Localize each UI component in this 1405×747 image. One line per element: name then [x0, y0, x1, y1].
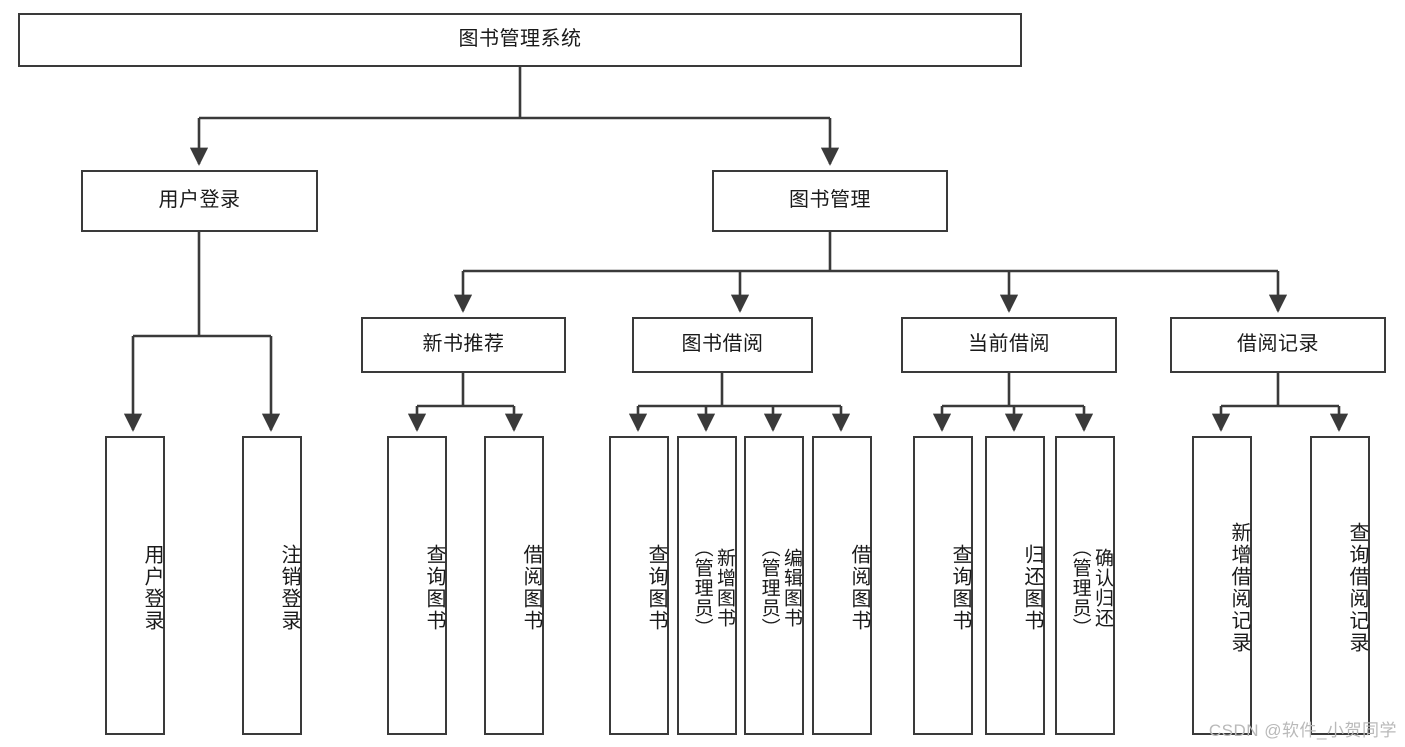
node-book-borrowing-label: 图书借阅 [681, 333, 764, 356]
node-leaf-add-book-admin[interactable]: 新增图书 （管理员） [677, 436, 737, 735]
node-current-borrowing[interactable]: 当前借阅 [901, 317, 1117, 373]
node-book-management-label: 图书管理 [789, 189, 871, 212]
node-leaf-label: 用户登录 [141, 543, 163, 632]
node-leaf-label: 归还图书 [1021, 543, 1043, 632]
node-leaf-query-books-current[interactable]: 查询图书 [913, 436, 973, 735]
node-leaf-add-borrow-record[interactable]: 新增借阅记录 [1192, 436, 1252, 735]
node-leaf-label: 编辑图书 （管理员） [758, 537, 802, 638]
node-leaf-label: 查询图书 [423, 543, 445, 632]
node-leaf-label: 查询图书 [645, 543, 667, 632]
node-user-login[interactable]: 用户登录 [81, 170, 318, 232]
node-leaf-query-borrow-record[interactable]: 查询借阅记录 [1310, 436, 1370, 735]
node-leaf-label: 查询借阅记录 [1346, 521, 1368, 654]
node-leaf-label: 注销登录 [278, 543, 300, 632]
node-leaf-return-books[interactable]: 归还图书 [985, 436, 1045, 735]
node-new-book-recommendation-label: 新书推荐 [422, 333, 505, 356]
node-leaf-borrow-books[interactable]: 借阅图书 [812, 436, 872, 735]
node-leaf-borrow-books-new[interactable]: 借阅图书 [484, 436, 544, 735]
node-borrow-records-label: 借阅记录 [1237, 333, 1319, 356]
node-current-borrowing-label: 当前借阅 [968, 333, 1050, 356]
node-borrow-records[interactable]: 借阅记录 [1170, 317, 1386, 373]
node-leaf-label: 查询图书 [949, 543, 971, 632]
node-book-borrowing[interactable]: 图书借阅 [632, 317, 813, 373]
node-root-label: 图书管理系统 [458, 28, 582, 51]
node-leaf-query-books-new[interactable]: 查询图书 [387, 436, 447, 735]
node-leaf-query-books-borrow[interactable]: 查询图书 [609, 436, 669, 735]
node-leaf-logout[interactable]: 注销登录 [242, 436, 302, 735]
node-leaf-label: 借阅图书 [848, 543, 870, 632]
node-leaf-edit-book-admin[interactable]: 编辑图书 （管理员） [744, 436, 804, 735]
node-book-management[interactable]: 图书管理 [712, 170, 948, 232]
node-leaf-label: 确认归还 （管理员） [1069, 537, 1113, 638]
node-leaf-label: 新增借阅记录 [1228, 521, 1250, 654]
node-leaf-user-login[interactable]: 用户登录 [105, 436, 165, 735]
node-leaf-label: 新增图书 （管理员） [691, 537, 735, 638]
node-leaf-confirm-return-admin[interactable]: 确认归还 （管理员） [1055, 436, 1115, 735]
node-new-book-recommendation[interactable]: 新书推荐 [361, 317, 566, 373]
node-root-system[interactable]: 图书管理系统 [18, 13, 1022, 67]
node-user-login-label: 用户登录 [158, 189, 241, 212]
node-leaf-label: 借阅图书 [520, 543, 542, 632]
